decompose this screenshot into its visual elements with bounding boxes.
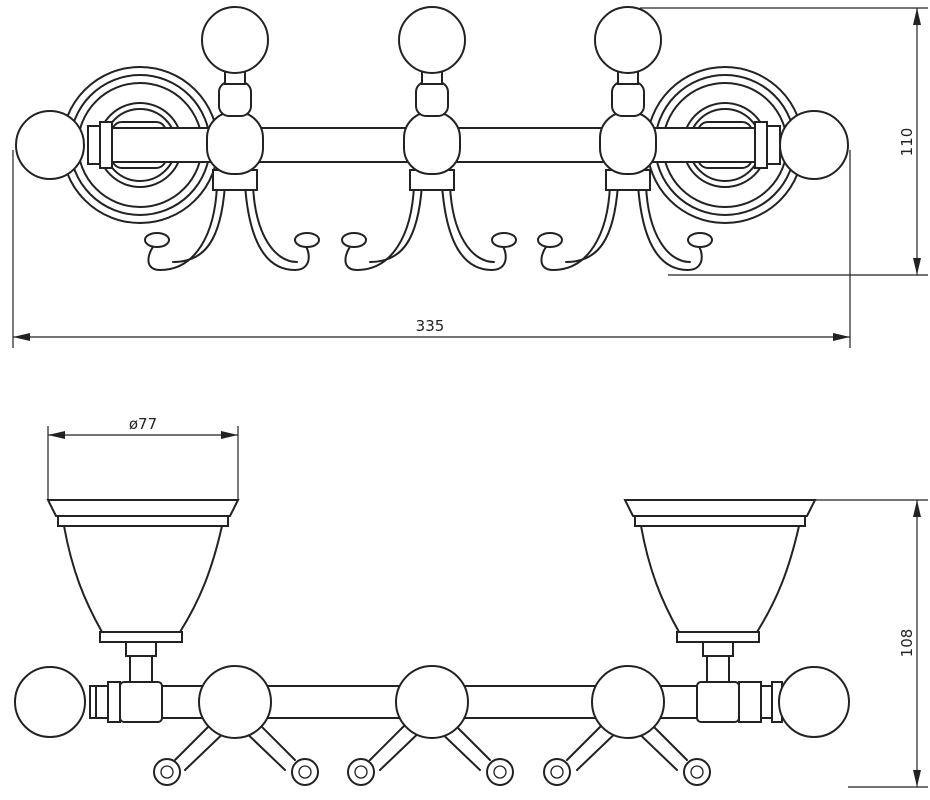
side-height-label: 108 — [898, 629, 916, 658]
right-cup — [623, 499, 817, 657]
dimension-cup-diameter: ø77 — [47, 415, 239, 500]
dimension-side-height: 108 — [815, 499, 928, 788]
front-view: 335 110 — [12, 6, 928, 348]
hook-unit-2 — [341, 6, 517, 271]
dimension-overall-length: 335 — [12, 150, 851, 348]
left-end-knob — [15, 110, 113, 180]
hook-unit-3 — [537, 6, 713, 271]
dimension-front-height: 110 — [640, 7, 928, 276]
left-junction — [119, 681, 163, 723]
hook-tips — [153, 758, 711, 786]
right-end-knob — [754, 110, 849, 180]
right-junction — [696, 681, 740, 723]
plan-view: ø77 108 — [14, 415, 928, 788]
plan-hook-knob-2 — [395, 665, 469, 739]
plan-right-end-knob — [738, 666, 850, 738]
hook-unit-1 — [144, 6, 320, 271]
plan-hook-knob-1 — [198, 665, 272, 739]
cup-diameter-label: ø77 — [129, 415, 157, 433]
plan-left-end-knob — [14, 666, 121, 738]
plan-hook-knob-3 — [591, 665, 665, 739]
left-cup — [46, 499, 240, 657]
front-height-label: 110 — [898, 128, 916, 157]
overall-length-label: 335 — [416, 317, 445, 335]
